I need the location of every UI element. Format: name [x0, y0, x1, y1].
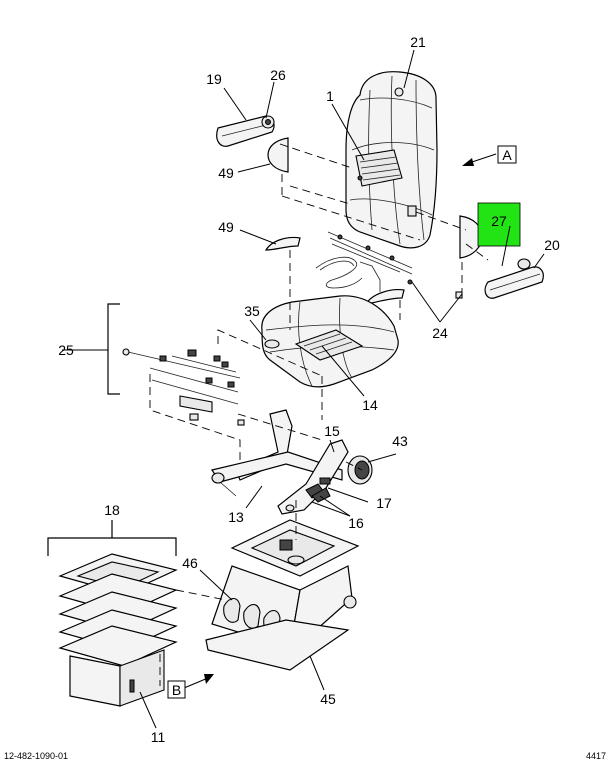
callout-26[interactable]: 26 — [270, 67, 286, 83]
footer-drawing-number: 12-482-1090-01 — [4, 751, 68, 761]
rail-kit[interactable] — [122, 348, 245, 426]
callout-27[interactable]: 27 — [491, 213, 507, 229]
suspension-top-plate[interactable] — [230, 519, 360, 577]
armrest-left[interactable] — [216, 115, 275, 147]
leader-lines — [62, 49, 545, 729]
cushion-cover-left[interactable] — [264, 236, 301, 251]
view-ref-a[interactable]: A — [497, 145, 517, 164]
view-b-arrow-line — [183, 677, 209, 689]
callout-35[interactable]: 35 — [244, 303, 260, 319]
brace-18 — [47, 537, 177, 556]
callout-11[interactable]: 11 — [151, 729, 166, 745]
svg-text:A: A — [502, 147, 512, 163]
callout-15[interactable]: 15 — [324, 423, 340, 439]
callout-46[interactable]: 46 — [182, 555, 198, 571]
callout-25[interactable]: 25 — [58, 342, 74, 358]
base-cover-box[interactable] — [69, 649, 165, 707]
callout-24[interactable]: 24 — [432, 325, 448, 341]
view-a-arrowhead — [462, 158, 474, 166]
highlight-box-27[interactable] — [477, 202, 521, 247]
callout-21[interactable]: 21 — [410, 34, 426, 50]
view-b-arrowhead — [204, 674, 214, 684]
callout-43[interactable]: 43 — [392, 433, 408, 449]
callout-49-upper[interactable]: 49 — [218, 165, 234, 181]
side-cover-left[interactable] — [267, 137, 289, 173]
assembly-lines — [149, 143, 489, 601]
cushion-cover-right[interactable] — [364, 289, 405, 305]
callout-13[interactable]: 13 — [228, 509, 244, 525]
svg-text:B: B — [172, 682, 181, 698]
callout-1[interactable]: 1 — [326, 88, 334, 104]
brace-25 — [107, 303, 120, 395]
callout-18[interactable]: 18 — [104, 502, 120, 518]
callout-16[interactable]: 16 — [348, 515, 364, 531]
seat-cushion[interactable] — [261, 295, 399, 388]
callout-19[interactable]: 19 — [206, 71, 222, 87]
callout-49-lower[interactable]: 49 — [218, 219, 234, 235]
armrest-right[interactable] — [484, 258, 544, 299]
adjust-knob[interactable] — [347, 455, 373, 485]
back-cables[interactable] — [315, 231, 463, 299]
suspension-base[interactable] — [205, 565, 357, 671]
lumbar-insert[interactable] — [355, 149, 403, 187]
view-ref-b[interactable]: B — [167, 680, 186, 699]
callout-17[interactable]: 17 — [376, 495, 392, 511]
footer-code: 4417 — [586, 751, 606, 761]
callout-14[interactable]: 14 — [362, 397, 378, 413]
bellows-stack[interactable] — [58, 553, 178, 667]
seat-frame[interactable] — [211, 409, 343, 497]
callout-45[interactable]: 45 — [320, 691, 336, 707]
callout-labels: 21 19 26 1 49 49 27 20 24 35 25 14 15 43… — [58, 34, 560, 745]
recline-mechanism[interactable] — [277, 439, 349, 515]
callout-20[interactable]: 20 — [544, 237, 560, 253]
